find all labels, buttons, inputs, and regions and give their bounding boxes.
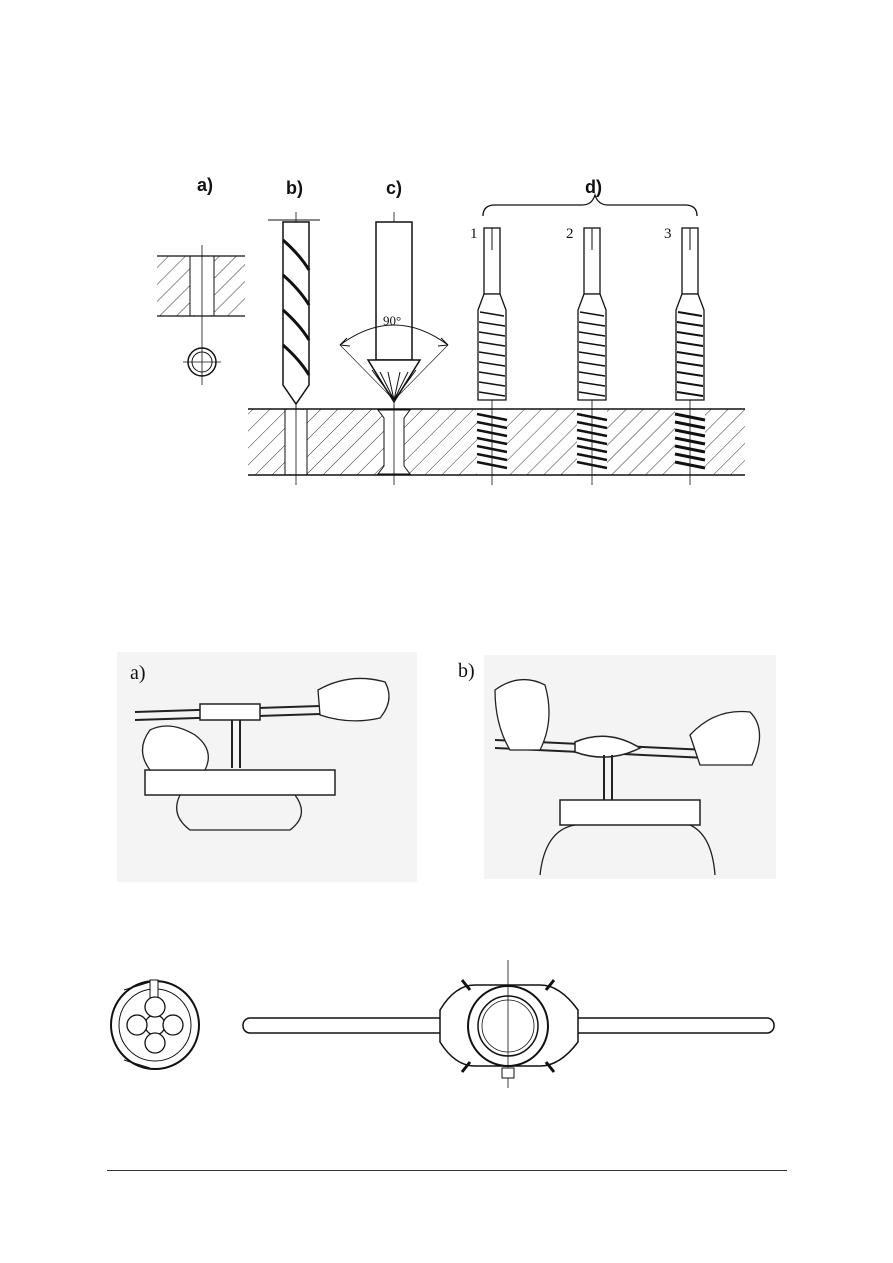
- tapping-scene-b: [484, 655, 776, 879]
- label-d: d): [585, 177, 602, 197]
- scene-label-b: b): [458, 660, 475, 682]
- tap-number-2: 2: [566, 226, 574, 242]
- group-bracket: [482, 192, 698, 217]
- twist-drill: [268, 212, 320, 410]
- plate-section-a: [157, 245, 245, 385]
- label-c: c): [386, 178, 403, 198]
- countersink-tool: [339, 212, 449, 410]
- tapping-scene-a: [117, 652, 417, 882]
- tap-number-3: 3: [664, 226, 672, 242]
- round-die: [110, 979, 200, 1070]
- tap-3: [675, 227, 705, 401]
- scene-label-a: a): [130, 662, 146, 684]
- die-stock: [242, 960, 775, 1088]
- label-a: a): [197, 175, 214, 195]
- tap-2: [577, 227, 607, 401]
- tap-number-1: 1: [470, 226, 478, 242]
- angle-label: 90°: [383, 313, 402, 328]
- workpiece-section: [248, 400, 745, 485]
- label-b: b): [286, 178, 303, 198]
- tap-1: [477, 227, 507, 401]
- footer-rule: [107, 1170, 787, 1171]
